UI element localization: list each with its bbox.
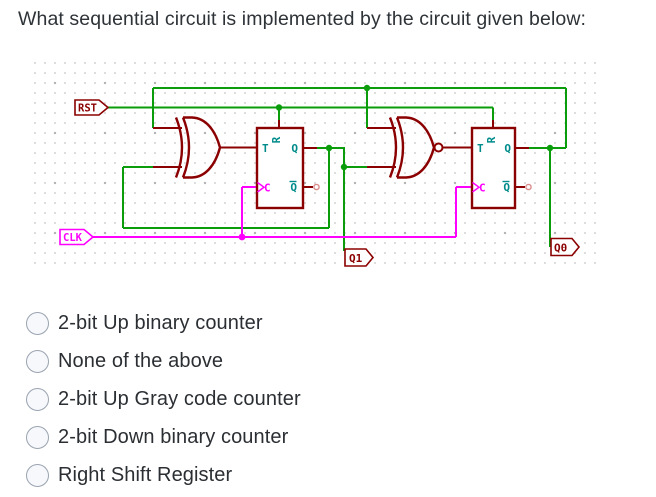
option-row-3[interactable]: 2-bit Up Gray code counter xyxy=(26,387,301,411)
svg-text:CLK: CLK xyxy=(63,232,83,244)
rst-input-tag: RST xyxy=(74,99,110,116)
option-row-1[interactable]: 2-bit Up binary counter xyxy=(26,311,301,335)
unconnected-pin-icon xyxy=(313,183,320,191)
ff2-pin-r: R xyxy=(485,136,498,143)
radio-button[interactable] xyxy=(26,425,49,449)
question-title: What sequential circuit is implemented b… xyxy=(18,8,587,30)
ff1-pin-c: C xyxy=(264,182,271,195)
option-label: None of the above xyxy=(58,349,224,372)
option-label: Right Shift Register xyxy=(58,463,233,486)
ff1-pin-q: Q xyxy=(291,142,298,155)
wires-green xyxy=(108,87,567,251)
ff2-pin-t: T xyxy=(477,142,484,155)
ff1-pin-r: R xyxy=(270,136,283,143)
q1-output-tag: Q1 xyxy=(344,248,375,267)
junction-dots xyxy=(238,84,554,241)
unconnected-pin-icon xyxy=(525,183,532,191)
q0-output-tag: Q0 xyxy=(550,237,581,257)
option-label: 2-bit Up binary counter xyxy=(58,311,263,334)
radio-button[interactable] xyxy=(26,311,49,335)
option-label: 2-bit Up Gray code counter xyxy=(58,387,301,410)
radio-button[interactable] xyxy=(26,349,49,373)
t-flipflop-1: T R Q Q C xyxy=(255,126,320,210)
svg-text:Q0: Q0 xyxy=(554,242,567,255)
xnor-gate xyxy=(367,116,472,179)
ff2-clock-triangle-icon xyxy=(472,181,481,193)
circuit-schematic: T R Q Q C T R Q Q C RST CLK Q1 Q0 xyxy=(59,84,581,267)
option-row-5[interactable]: Right Shift Register xyxy=(26,463,301,487)
clk-input-tag: CLK xyxy=(59,228,95,246)
svg-text:Q1: Q1 xyxy=(349,252,363,265)
option-row-2[interactable]: None of the above xyxy=(26,349,301,373)
xor-gate xyxy=(153,116,257,179)
option-label: 2-bit Down binary counter xyxy=(58,425,289,448)
ff1-clock-triangle-icon xyxy=(257,181,266,193)
radio-button[interactable] xyxy=(26,387,49,411)
ff2-pin-q: Q xyxy=(504,142,511,155)
svg-text:RST: RST xyxy=(78,103,97,115)
wires-clock xyxy=(93,186,473,238)
ff1-pin-t: T xyxy=(262,142,269,155)
ff2-pin-qbar: Q xyxy=(503,181,510,194)
option-row-4[interactable]: 2-bit Down binary counter xyxy=(26,425,301,449)
t-flipflop-2: T R Q Q C xyxy=(470,126,532,210)
radio-button[interactable] xyxy=(26,463,49,487)
ff1-pin-qbar: Q xyxy=(290,181,297,194)
ff2-pin-c: C xyxy=(479,182,486,195)
answer-options: 2-bit Up binary counter None of the abov… xyxy=(26,311,301,487)
